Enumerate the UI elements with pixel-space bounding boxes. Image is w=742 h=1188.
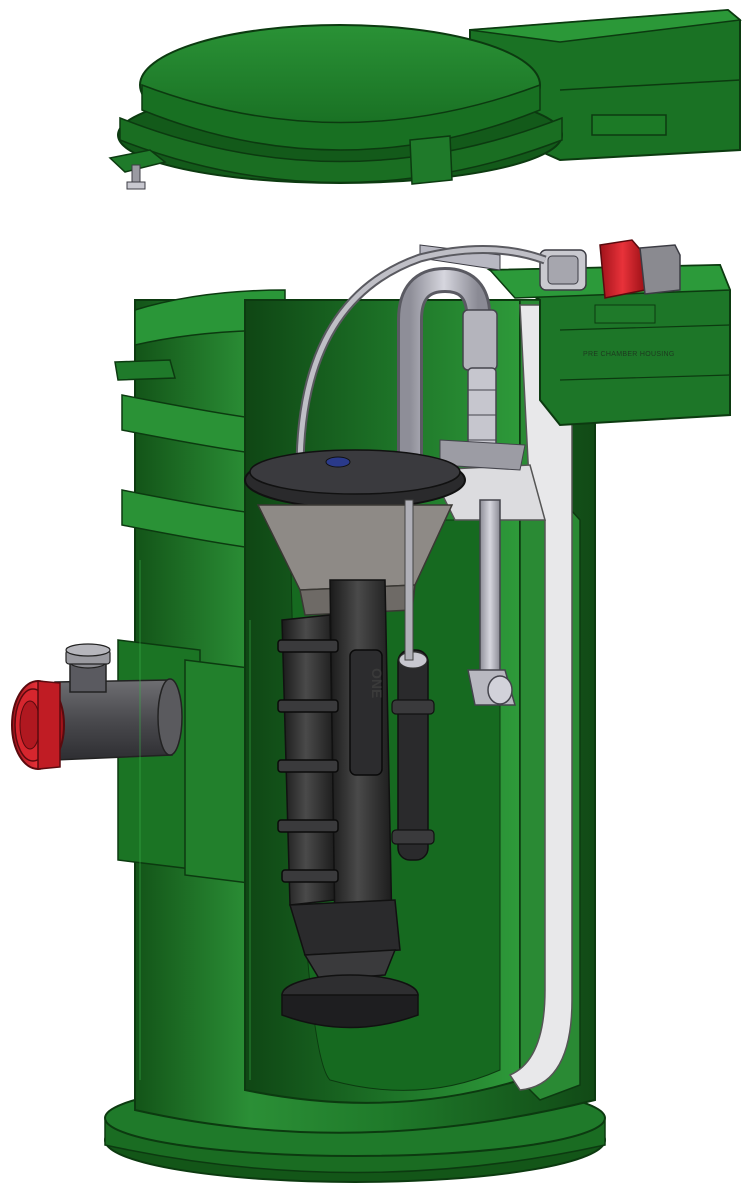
junction-box: PRE CHAMBER HOUSING (419, 239, 732, 427)
red-end-cap (11, 680, 65, 770)
inlet-pipe (54, 643, 183, 761)
tank-lid (108, 8, 742, 190)
grinder-pump: ONE (244, 449, 466, 1029)
junction-box-label: PRE CHAMBER HOUSING (583, 351, 675, 358)
baffle-panel (428, 304, 573, 1091)
pump-brand-label: ONE (369, 668, 385, 698)
discharge-pipework (295, 245, 547, 706)
tank-highlights (139, 560, 251, 1080)
